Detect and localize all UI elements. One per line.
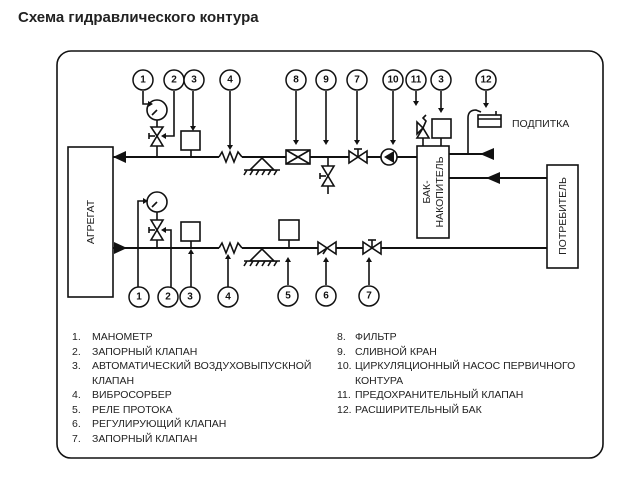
top-pipe <box>113 151 417 163</box>
svg-text:1: 1 <box>140 75 146 86</box>
expansion-tank-icon <box>477 114 502 128</box>
svg-text:8: 8 <box>293 75 299 86</box>
air-vent-icon <box>180 130 201 157</box>
tank-label-line2: НАКОПИТЕЛЬ <box>434 156 446 227</box>
flow-arrow-icon <box>113 151 126 163</box>
legend-item: 12.РАСШИРИТЕЛЬНЫЙ БАК <box>337 403 482 416</box>
callout-3b: 3 <box>430 69 452 91</box>
flow-arrow-icon <box>114 242 127 254</box>
svg-text:1: 1 <box>136 292 142 303</box>
svg-text:2: 2 <box>171 75 177 86</box>
safety-valve-icon <box>415 114 431 146</box>
svg-text:3: 3 <box>438 75 444 86</box>
balancing-valve-icon <box>317 240 337 256</box>
makeup-label: ПОДПИТКА <box>512 118 569 130</box>
callout-12: 12 <box>475 69 497 91</box>
legend-left: 1.МАНОМЕТР 2.ЗАПОРНЫЙ КЛАПАН 3.АВТОМАТИЧ… <box>72 330 332 446</box>
legend-item: 5.РЕЛЕ ПРОТОКА <box>72 403 173 416</box>
storage-tank-block: БАК- НАКОПИТЕЛЬ <box>416 145 450 239</box>
pressure-gauge-icon <box>146 99 168 157</box>
vibration-absorber-icon <box>218 149 243 165</box>
legend-right: 8.ФИЛЬТР 9.СЛИВНОЙ КРАН 10.ЦИРКУЛЯЦИОННЫ… <box>337 330 587 417</box>
tank-air-vent-icon <box>431 118 452 146</box>
flow-switch-icon <box>278 219 300 248</box>
callout-6: 6 <box>315 285 337 307</box>
tank-label-line1: БАК- <box>421 180 433 204</box>
callout-8: 8 <box>285 69 307 91</box>
legend-item: 3.АВТОМАТИЧЕСКИЙ ВОЗДУХОВЫПУСКНОЙ КЛАПАН <box>72 360 312 387</box>
svg-text:7: 7 <box>354 75 360 86</box>
callout-7: 7 <box>358 285 380 307</box>
svg-text:5: 5 <box>285 291 291 302</box>
svg-text:6: 6 <box>323 291 329 302</box>
shutoff-valve-icon <box>362 239 382 256</box>
callout-1: 1 <box>132 69 154 91</box>
bottom-pipe <box>113 242 547 254</box>
legend-item: 7.ЗАПОРНЫЙ КЛАПАН <box>72 432 198 445</box>
pressure-gauge-icon <box>146 191 168 248</box>
legend-item: 8.ФИЛЬТР <box>337 331 397 343</box>
callout-2: 2 <box>163 69 185 91</box>
svg-text:4: 4 <box>225 292 231 303</box>
legend-item: 2.ЗАПОРНЫЙ КЛАПАН <box>72 345 198 358</box>
drain-valve-icon <box>319 157 336 194</box>
vibration-absorber-icon <box>218 240 243 256</box>
callout-4: 4 <box>219 69 241 91</box>
callout-5: 5 <box>277 285 299 307</box>
svg-text:7: 7 <box>366 291 372 302</box>
callout-2: 2 <box>157 286 179 308</box>
callout-10: 10 <box>382 69 404 91</box>
air-vent-icon <box>180 221 201 248</box>
flow-arrow-icon <box>480 148 494 160</box>
callout-7: 7 <box>346 69 368 91</box>
consumer-return-line <box>449 172 547 184</box>
consumer-block: ПОТРЕБИТЕЛЬ <box>546 164 579 269</box>
svg-text:10: 10 <box>387 75 399 86</box>
bottom-callout-leaders <box>137 198 372 287</box>
svg-text:12: 12 <box>480 75 492 86</box>
legend-item: 9.СЛИВНОЙ КРАН <box>337 345 437 358</box>
top-callout-leaders <box>142 91 489 150</box>
top-callouts: 1 2 3 4 8 9 7 10 11 3 12 <box>132 69 497 91</box>
legend-item: 1.МАНОМЕТР <box>72 331 153 343</box>
filter-icon <box>285 149 311 165</box>
diagram-frame <box>56 50 604 459</box>
legend-item: 4.ВИБРОСОРБЕР <box>72 389 172 401</box>
legend-item: 11.ПРЕДОХРАНИТЕЛЬНЫЙ КЛАПАН <box>337 389 524 401</box>
svg-text:2: 2 <box>165 292 171 303</box>
callout-1: 1 <box>128 286 150 308</box>
flow-arrow-icon <box>486 172 500 184</box>
aggregate-block: АГРЕГАТ <box>67 146 114 298</box>
svg-text:3: 3 <box>191 75 197 86</box>
callout-3: 3 <box>183 69 205 91</box>
callout-3: 3 <box>179 286 201 308</box>
pipe-support-icon <box>243 156 280 176</box>
svg-text:4: 4 <box>227 75 233 86</box>
bottom-callouts: 1 2 3 4 5 6 7 <box>128 285 380 308</box>
callout-9: 9 <box>315 69 337 91</box>
callout-4: 4 <box>217 286 239 308</box>
makeup-line: ПОДПИТКА <box>449 109 569 160</box>
legend-item: 10.ЦИРКУЛЯЦИОННЫЙ НАСОС ПЕРВИЧНОГО КОНТУ… <box>337 360 576 387</box>
pipe-support-icon <box>243 247 280 267</box>
svg-text:3: 3 <box>187 292 193 303</box>
svg-text:9: 9 <box>323 75 329 86</box>
page-title: Схема гидравлического контура <box>18 9 259 26</box>
callout-11: 11 <box>405 69 427 91</box>
consumer-label: ПОТРЕБИТЕЛЬ <box>557 177 569 255</box>
circulation-pump-icon <box>380 148 398 166</box>
legend-item: 6.РЕГУЛИРУЮЩИЙ КЛАПАН <box>72 418 227 430</box>
svg-text:11: 11 <box>411 75 422 86</box>
shutoff-valve-icon <box>348 148 368 165</box>
aggregate-label: АГРЕГАТ <box>85 199 97 244</box>
